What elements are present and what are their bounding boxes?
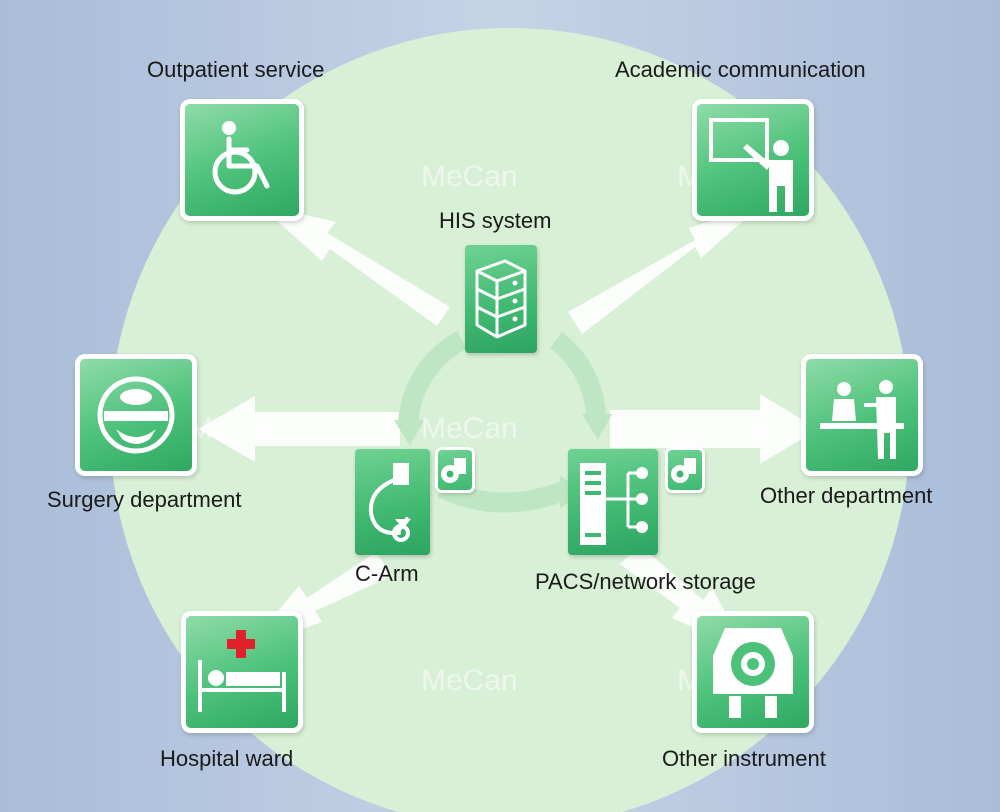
cycle-arrow-right <box>549 332 606 419</box>
other-department-node[interactable] <box>806 359 918 471</box>
watermark-6: MeCan <box>677 412 774 445</box>
server-stack-icon <box>475 259 527 339</box>
hospital-ward-node[interactable] <box>186 616 298 728</box>
red-cross-icon <box>227 630 255 658</box>
other-department-label: Other department <box>760 483 933 508</box>
surgery-label: Surgery department <box>47 487 242 512</box>
c-arm-label: C-Arm <box>355 561 419 586</box>
storage-server-icon <box>580 463 648 545</box>
wheelchair-icon <box>212 121 270 195</box>
cycle-arrowhead-right <box>582 414 612 440</box>
surgery-lamp-icon <box>97 376 175 454</box>
his-label: HIS system <box>439 208 552 233</box>
reception-desk-icon <box>820 380 904 459</box>
arrow-to-other-department <box>610 394 818 464</box>
watermark-2: MeCan <box>421 160 518 193</box>
pacs-node[interactable] <box>568 449 658 555</box>
pacs-badge <box>668 450 702 490</box>
ct-scanner-icon <box>713 628 793 718</box>
outpatient-node[interactable] <box>185 104 299 216</box>
other-instrument-node[interactable] <box>697 616 809 728</box>
surgery-node[interactable] <box>80 359 192 471</box>
c-arm-node[interactable] <box>355 449 430 555</box>
cycle-arrow-bottom <box>437 478 570 513</box>
other-instrument-label: Other instrument <box>662 746 826 771</box>
watermark-8: MeCan <box>421 664 518 697</box>
cycle-arrowhead-left <box>394 420 424 446</box>
film-icon <box>671 458 696 483</box>
watermark-4: MeCan <box>188 412 285 445</box>
pacs-label: PACS/network storage <box>535 569 756 594</box>
academic-label: Academic communication <box>615 57 866 82</box>
film-icon <box>441 458 466 483</box>
watermark-5: MeCan <box>421 412 518 445</box>
c-arm-icon <box>368 463 411 542</box>
hospital-bed-icon <box>198 630 286 712</box>
hospital-ward-label: Hospital ward <box>160 746 294 771</box>
academic-node[interactable] <box>697 104 809 216</box>
his-node[interactable] <box>465 245 537 353</box>
arrow-to-academic <box>568 204 762 334</box>
outpatient-label: Outpatient service <box>147 57 325 82</box>
arrow-to-surgery <box>198 396 400 462</box>
c-arm-badge <box>438 450 472 490</box>
presentation-icon <box>709 118 793 212</box>
cycle-arrow-left <box>398 331 467 429</box>
arrow-to-outpatient <box>258 204 450 326</box>
